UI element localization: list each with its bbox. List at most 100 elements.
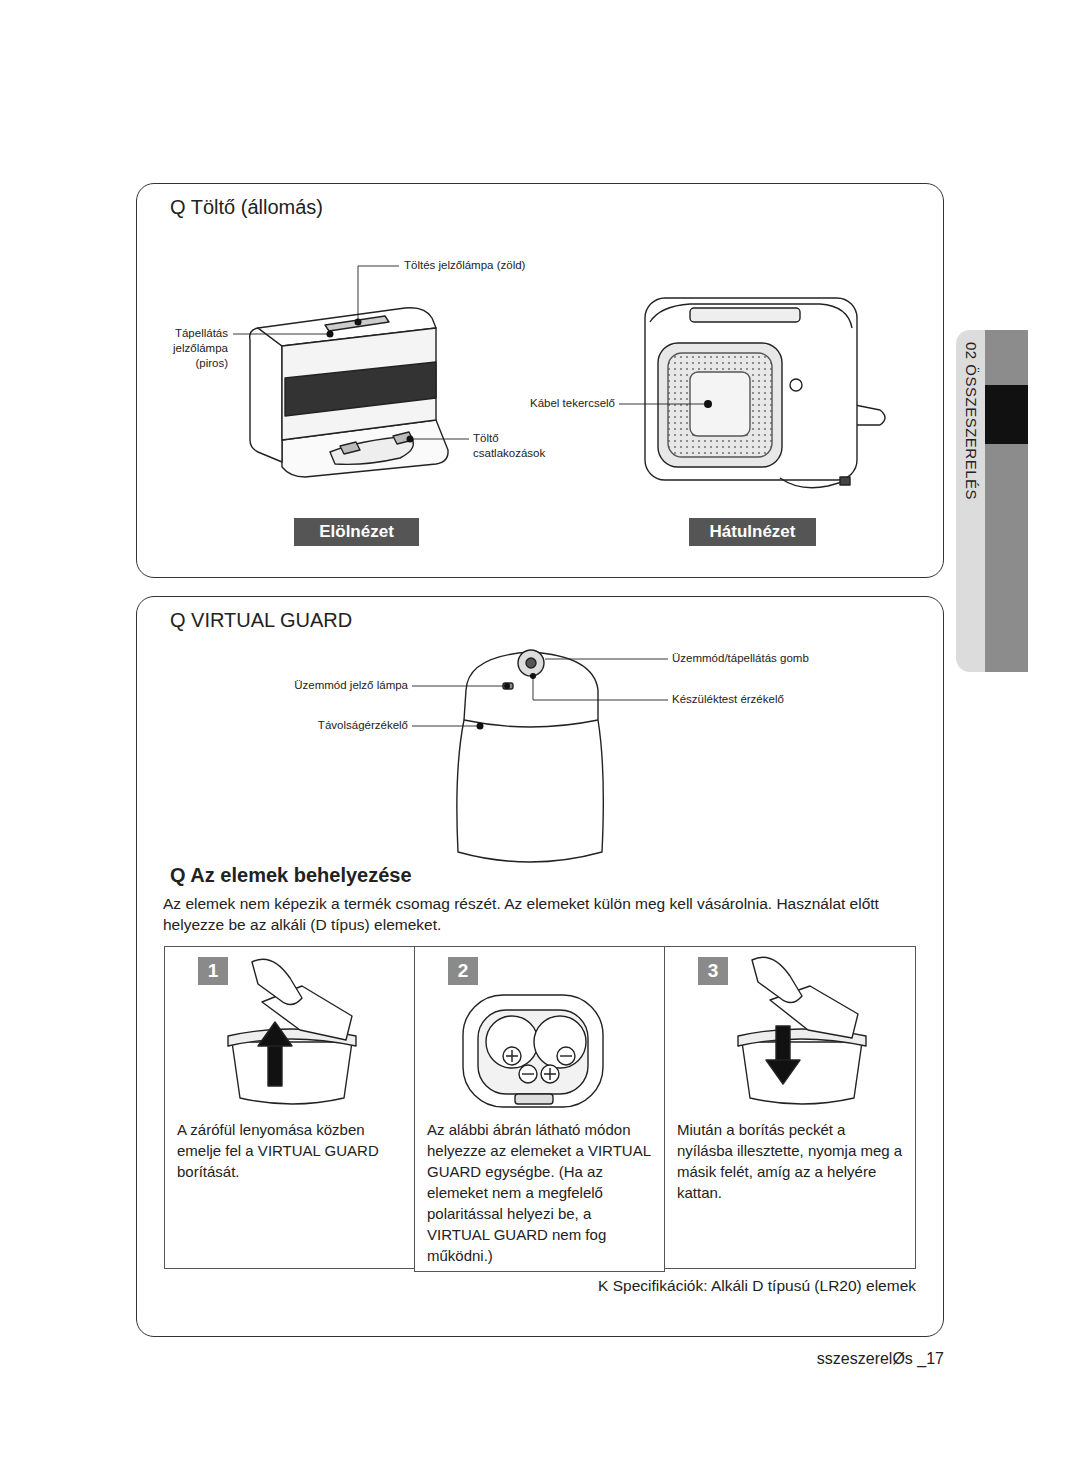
leader-dots-part	[407, 436, 414, 443]
step1-illustration-part	[268, 1044, 282, 1086]
step1-illustration-part	[232, 1042, 352, 1104]
step-number: 3	[698, 957, 728, 985]
charger-back-illustration-part	[780, 478, 842, 488]
part-label: Készüléktest érzékelő	[672, 693, 784, 705]
step2-illustration-part	[506, 1050, 518, 1062]
step2-illustration-part	[515, 1094, 553, 1104]
side-tab-graphic-part	[985, 385, 1028, 444]
side-tab-graphic	[985, 330, 1028, 672]
leader-dots-part	[477, 723, 484, 730]
step2-illustration-part	[478, 1010, 588, 1094]
part-label: Töltő csatlakozások	[473, 431, 563, 461]
step3-illustration-part	[742, 1042, 862, 1104]
charger-back-illustration-part	[690, 308, 800, 322]
step2-illustration-part	[534, 1016, 586, 1068]
leader-dots-part	[327, 331, 334, 338]
part-label: Töltés jelzőlámpa (zöld)	[404, 259, 525, 271]
step2-illustration-part	[560, 1055, 572, 1056]
charger-front-illustration-part	[393, 432, 413, 444]
chapter-label: 02 ÖSSZESZERELÉS	[962, 342, 980, 500]
leader-lines-part	[545, 659, 668, 660]
leader-dots-part	[704, 400, 712, 408]
section-panel: Q Töltő (állomás) Elölnézet Hátulnézet	[136, 183, 944, 578]
step3-illustration-part	[752, 957, 802, 1002]
leader-dots-part	[355, 319, 362, 326]
view-label: Hátulnézet	[710, 522, 796, 542]
charger-back-illustration-part	[668, 353, 772, 457]
virtual-guard-illustration	[457, 650, 603, 862]
step-text: Miután a borítás peckét a nyílásba illes…	[677, 1119, 904, 1203]
charger-back-illustration-part	[855, 405, 885, 425]
step2-illustration-part	[522, 1073, 534, 1074]
step2-illustration-part	[541, 1065, 559, 1083]
view-label: Elölnézet	[319, 522, 394, 542]
step3-illustration	[738, 957, 866, 1104]
step-number-text: 3	[708, 960, 719, 982]
leader-lines-part	[412, 726, 477, 727]
intro-paragraph: Az elemek nem képezik a termék csomag ré…	[163, 893, 918, 935]
view-tag: Elölnézet	[294, 518, 419, 546]
chapter-tab: 02 ÖSSZESZERELÉS	[956, 330, 985, 672]
virtual-guard-illustration-part	[526, 658, 536, 668]
virtual-guard-illustration-part	[518, 650, 544, 676]
step-number: 1	[198, 957, 228, 985]
part-label: Kábel tekercselő	[480, 397, 615, 409]
section-heading: Q VIRTUAL GUARD	[170, 609, 352, 632]
leader-lines-part	[413, 439, 469, 440]
step3-illustration-part	[776, 1026, 790, 1062]
step2-illustration-part	[519, 1065, 537, 1083]
part-label: Üzemmód/tápellátás gomb	[672, 652, 809, 664]
part-label: Üzemmód jelző lámpa	[250, 679, 408, 691]
spec-note: K Specifikációk: Alkáli D típusú (LR20) …	[480, 1277, 916, 1295]
step-cell: Az alábbi ábrán látható módon helyezze a…	[414, 946, 665, 1272]
step2-illustration-part	[503, 1047, 521, 1065]
step1-illustration-part	[252, 959, 302, 1004]
side-tab-graphic-part	[985, 330, 1028, 672]
charger-back-illustration-part	[650, 304, 852, 328]
part-label: Távolságérzékelő	[250, 719, 408, 731]
step1-illustration-part	[258, 1022, 292, 1046]
leader-dots-part	[504, 683, 510, 689]
view-tag: Hátulnézet	[689, 518, 816, 546]
charger-front-illustration-part	[340, 442, 360, 454]
charger-front-illustration-part	[325, 316, 389, 331]
charger-back-illustration-part	[658, 343, 782, 467]
charger-front-illustration	[250, 308, 448, 477]
step2-illustration-part	[463, 995, 603, 1107]
step-number-text: 1	[208, 960, 219, 982]
virtual-guard-illustration-part	[464, 720, 598, 727]
step-text: Az alábbi ábrán látható módon helyezze a…	[427, 1119, 654, 1266]
leader-lines	[233, 266, 704, 726]
step2-illustration	[463, 995, 603, 1107]
section-panel: Q VIRTUAL GUARD A zárófül lenyomása közbe…	[136, 596, 944, 1337]
leader-lines-part	[233, 334, 327, 335]
charger-back-illustration	[645, 298, 885, 488]
leader-lines-part	[619, 404, 704, 405]
charger-front-illustration-part	[250, 328, 282, 462]
part-label: Tápellátás jelzőlámpa (piros)	[156, 326, 228, 371]
charger-back-illustration-part	[790, 379, 802, 391]
section-heading: Q Töltő (állomás)	[170, 196, 323, 219]
step-text: A zárófül lenyomása közben emelje fel a …	[177, 1119, 404, 1182]
charger-front-illustration-part	[285, 362, 436, 416]
leader-dots-part	[530, 673, 536, 679]
step-cell: A zárófül lenyomása közben emelje fel a …	[164, 946, 415, 1269]
virtual-guard-illustration-part	[503, 683, 513, 689]
charger-back-illustration-part	[840, 477, 850, 485]
virtual-guard-illustration-part	[457, 652, 603, 862]
charger-back-illustration-part	[645, 298, 857, 480]
step1-illustration	[228, 959, 356, 1104]
page-footer: sszeszerelØs _17	[680, 1350, 944, 1368]
leader-lines-part	[412, 686, 504, 687]
step3-illustration-part	[766, 1060, 800, 1084]
step2-illustration-part	[486, 1016, 538, 1068]
step-cell: Miután a borítás peckét a nyílásba illes…	[664, 946, 916, 1269]
step2-illustration-part	[557, 1047, 575, 1065]
leader-lines-part	[358, 266, 399, 319]
subsection-heading: Q Az elemek behelyezése	[170, 864, 412, 887]
step-number: 2	[448, 957, 478, 985]
step2-illustration-part	[544, 1068, 556, 1080]
charger-front-illustration-part	[282, 328, 436, 440]
